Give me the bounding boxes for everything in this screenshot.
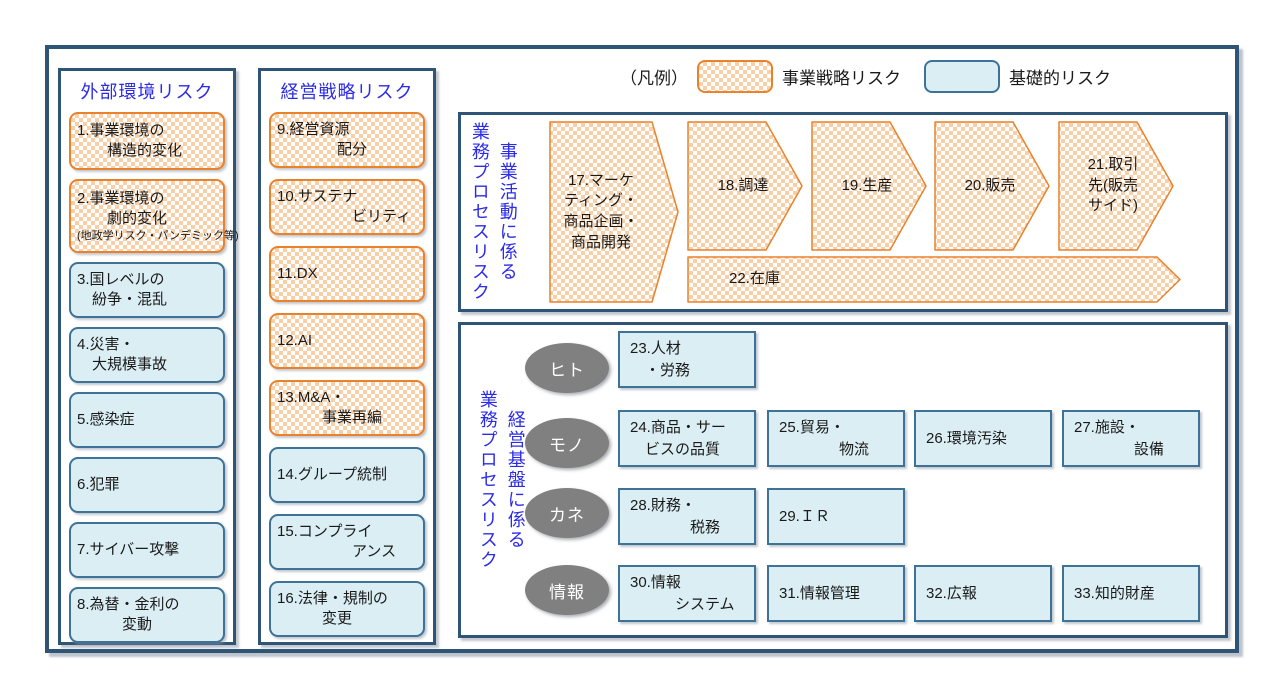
process-step-18-label: 18.調達	[717, 176, 769, 194]
external-risk-panel: 外部環境リスク 1.事業環境の 構造的変化 2.事業環境の 劇的変化(地政学リス…	[58, 68, 239, 645]
process-step-20-label: 20.販売	[964, 176, 1016, 194]
risk-box-31: 31.情報管理	[767, 565, 905, 622]
risk-box-10: 10.サステナ ビリティ	[269, 179, 425, 235]
risk-box-24: 24.商品・サー ビスの品質	[618, 410, 756, 467]
business-activity-process-section: 事業活動に係る 業務プロセスリスク 17.マーケ ティング・ 商品企画・ 商品開…	[458, 112, 1228, 312]
management-base-process-section: 経営基盤に係る 業務プロセスリスク ヒト モノ カネ 情報 23.人材 ・労務 …	[458, 322, 1228, 638]
business-activity-vertical-label: 事業活動に係る 業務プロセスリスク	[465, 117, 521, 307]
vertical-label-process-risk-bottom: 業務プロセスリスク	[477, 390, 498, 570]
risk-box-16: 16.法律・規制の 変更	[269, 581, 425, 637]
arrow-shape-22-inventory	[687, 256, 1181, 303]
risk-box-2-subtext: (地政学リスク・パンデミック等)	[77, 229, 239, 242]
category-ellipse-hito: ヒト	[525, 343, 609, 393]
risk-box-13: 13.M&A・ 事業再編	[269, 380, 425, 436]
risk-box-25: 25.貿易・ 物流	[767, 410, 905, 467]
risk-box-32: 32.広報	[914, 565, 1052, 622]
legend: （凡例） 事業戦略リスク 基礎的リスク	[620, 58, 1111, 94]
category-ellipse-kane: カネ	[525, 488, 609, 538]
risk-box-26: 26.環境汚染	[914, 410, 1052, 467]
legend-title: （凡例）	[620, 68, 688, 88]
risk-box-23: 23.人材 ・労務	[618, 331, 756, 388]
risk-box-6: 6.犯罪	[69, 457, 225, 513]
legend-label-strategy-risk: 事業戦略リスク	[782, 68, 901, 88]
risk-box-4: 4.災害・ 大規模事故	[69, 327, 225, 383]
process-step-17-label: 17.マーケ ティング・ 商品企画・ 商品開発	[563, 171, 639, 251]
arrow-shape-19-production	[811, 121, 927, 251]
arrow-shape-20-sales	[934, 121, 1050, 251]
risk-box-27: 27.施設・ 設備	[1062, 410, 1200, 467]
strategy-risk-items: 9.経営資源 配分 10.サステナ ビリティ 11.DX 12.AI 13.M&…	[269, 112, 425, 637]
risk-box-8: 8.為替・金利の 変動	[69, 587, 225, 643]
vertical-label-base: 経営基盤に係る	[505, 410, 526, 550]
process-step-21-label: 21.取引 先(販売 サイド)	[1087, 155, 1139, 215]
arrow-shape-17-marketing	[549, 121, 679, 303]
risk-box-9: 9.経営資源 配分	[269, 112, 425, 168]
risk-box-29: 29.ＩＲ	[767, 488, 905, 545]
process-flow-arrows	[549, 121, 1181, 303]
risk-box-7: 7.サイバー攻撃	[69, 522, 225, 578]
risk-box-15: 15.コンプライ アンス	[269, 514, 425, 570]
category-ellipse-mono: モノ	[525, 418, 609, 468]
strategy-risk-panel: 経営戦略リスク 9.経営資源 配分 10.サステナ ビリティ 11.DX 12.…	[258, 68, 436, 645]
external-risk-items: 1.事業環境の 構造的変化 2.事業環境の 劇的変化(地政学リスク・パンデミック…	[69, 112, 239, 643]
legend-label-basic-risk: 基礎的リスク	[1009, 68, 1111, 88]
strategy-risk-title: 経営戦略リスク	[280, 82, 414, 102]
risk-box-3: 3.国レベルの 紛争・混乱	[69, 262, 225, 318]
arrow-shape-18-procurement	[687, 121, 803, 251]
process-step-22-label: 22.在庫	[729, 270, 780, 288]
legend-swatch-basic-risk	[924, 59, 1000, 93]
vertical-label-process-risk-top: 業務プロセスリスク	[469, 122, 490, 302]
risk-box-30: 30.情報 システム	[618, 565, 756, 622]
risk-box-2: 2.事業環境の 劇的変化(地政学リスク・パンデミック等)	[69, 179, 239, 253]
category-ellipse-joho: 情報	[525, 565, 609, 615]
arrow-shape-21-partners	[1058, 121, 1174, 251]
management-base-vertical-label: 経営基盤に係る 業務プロセスリスク	[473, 327, 529, 633]
risk-box-11: 11.DX	[269, 246, 425, 302]
risk-box-1: 1.事業環境の 構造的変化	[69, 112, 225, 170]
legend-swatch-strategy-risk	[697, 59, 773, 93]
risk-box-5: 5.感染症	[69, 392, 225, 448]
risk-box-33: 33.知的財産	[1062, 565, 1200, 622]
risk-box-14: 14.グループ統制	[269, 447, 425, 503]
risk-box-28: 28.財務・ 税務	[618, 488, 756, 545]
risk-box-12: 12.AI	[269, 313, 425, 369]
external-risk-title: 外部環境リスク	[80, 82, 214, 102]
process-step-19-label: 19.生産	[841, 176, 893, 194]
vertical-label-activity: 事業活動に係る	[497, 142, 518, 282]
